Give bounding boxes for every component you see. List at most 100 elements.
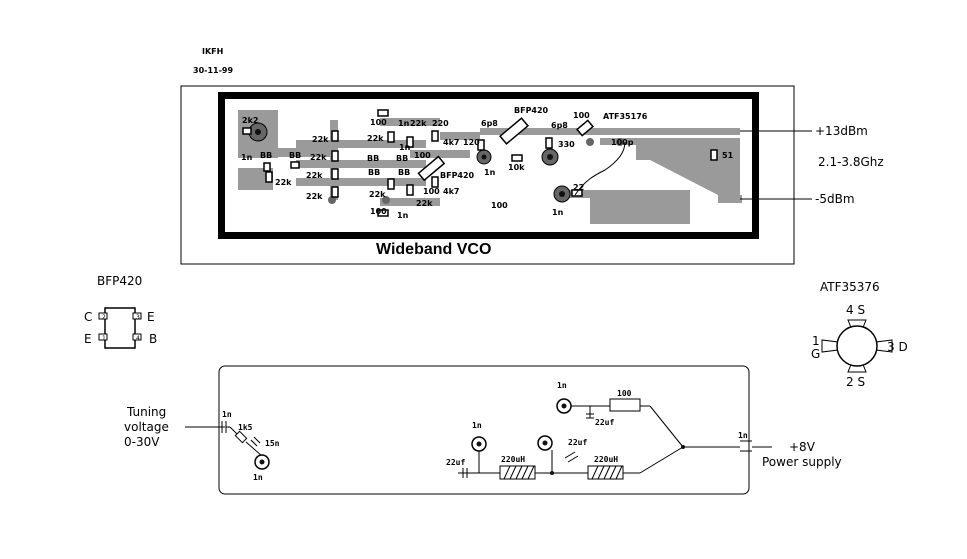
- label-22k-d: 22k: [306, 171, 323, 180]
- atf-pin-top: 4 S: [846, 303, 865, 317]
- label-1k5: 1k5: [238, 423, 253, 432]
- bfp420-pin-3: [132, 312, 142, 320]
- label-atf35176: ATF35176: [603, 112, 648, 121]
- label-15n: 15n: [265, 439, 280, 448]
- c15n: [250, 439, 258, 447]
- label-1n-e: 1n: [484, 168, 496, 177]
- label-100-e: 100: [573, 111, 590, 120]
- label-22k-f: 22k: [367, 134, 384, 143]
- label-bb-3: BB: [367, 154, 379, 163]
- tuning-label-1: Tuning: [126, 405, 166, 419]
- bfp420-num-2: 2: [102, 314, 106, 321]
- c22uf-mid: [564, 451, 576, 459]
- label-1n-b: 1n: [398, 119, 410, 128]
- label-2k2: 2k2: [242, 116, 258, 125]
- bfp420-num-3: 3: [136, 314, 140, 321]
- label-22k-b: 22k: [312, 135, 329, 144]
- label-4k7-b: 4k7: [443, 187, 459, 196]
- label-r100: 100: [617, 389, 632, 398]
- label-bb-2: BB: [289, 151, 301, 160]
- plus8v-label: +8V: [789, 440, 816, 454]
- label-51: 51: [722, 151, 734, 160]
- pcb-top-rail: [218, 92, 758, 99]
- supply-schematic: Tuning voltage 0-30V 1n 1k5 15n 1n 1n 10…: [124, 365, 772, 495]
- label-22uf-c: 22uf: [568, 438, 587, 447]
- atf-pin-right: 3 D: [887, 340, 908, 354]
- bfp420-pin-e-right: E: [147, 310, 155, 324]
- label-bfp420-top: BFP420: [514, 106, 549, 115]
- bfp420-pin-b: B: [149, 332, 157, 346]
- label-bb-4: BB: [396, 154, 408, 163]
- label-bfp420-bottom: BFP420: [440, 171, 475, 180]
- atf-pin-left-num: 1: [812, 334, 820, 348]
- frequency-label: 2.1-3.8Ghz: [818, 155, 884, 169]
- label-1n-a: 1n: [241, 153, 253, 162]
- atf-pinout: ATF35376 4 S 1 G 3 D 2 S: [811, 280, 908, 389]
- tuning-label-2: voltage: [124, 420, 169, 434]
- label-4k7-a: 4k7: [443, 138, 459, 147]
- pcb-right-rail: [752, 92, 759, 239]
- bfp420-pin-e-left: E: [84, 332, 92, 346]
- pcb-bottom-rail: [218, 232, 758, 239]
- label-100-a: 100: [370, 118, 387, 127]
- bfp420-pin-1: [98, 333, 108, 341]
- label-c1n-top: 1n: [557, 381, 567, 390]
- label-6p8-b: 6p8: [551, 121, 568, 130]
- label-22k-i: 22k: [416, 199, 433, 208]
- label-100p: 100p: [611, 138, 634, 147]
- label-330: 330: [558, 140, 575, 149]
- bfp420-pinout: BFP420 2 3 1 4 C E E B: [84, 274, 157, 349]
- label-1n-c: 1n: [399, 143, 411, 152]
- label-220uh-a: 220uH: [501, 455, 525, 464]
- label-22k-g: 22k: [410, 119, 427, 128]
- bfp420-package: [104, 307, 136, 349]
- label-100-mid: 100: [491, 201, 508, 210]
- atf-pin-bottom: 2 S: [846, 375, 865, 389]
- label-220: 220: [432, 119, 449, 128]
- label-100-d: 100: [370, 207, 387, 216]
- r1k5: [234, 430, 248, 444]
- pcb-pads: [248, 122, 624, 204]
- pcb-title: Wideband VCO: [376, 241, 491, 258]
- label-22k-c: 22k: [310, 153, 327, 162]
- label-220uh-b: 220uH: [594, 455, 618, 464]
- label-120: 120: [463, 138, 480, 147]
- label-100-c: 100: [423, 187, 440, 196]
- bfp420-top-transistor: [499, 117, 529, 145]
- label-bb-5: BB: [368, 168, 380, 177]
- atf-lead-left: [821, 339, 839, 353]
- atf-pinout-title: ATF35376: [820, 280, 880, 294]
- power-supply-label: Power supply: [762, 455, 842, 469]
- bfp420-bottom-transistor: [417, 155, 446, 182]
- pcb-left-rail: [218, 92, 225, 239]
- label-1n-d: 1n: [397, 211, 409, 220]
- pcb-layout: 2k2 1n BB BB 22k 22k 22k 22k 22k 100 1n …: [180, 85, 812, 265]
- tuning-label-3: 0-30V: [124, 435, 160, 449]
- label-c1n-bot: 1n: [253, 473, 263, 482]
- bfp420-pin-c: C: [84, 310, 92, 324]
- label-100-b: 100: [414, 151, 431, 160]
- atf-package: [836, 325, 878, 367]
- bfp420-pin-2: [98, 312, 108, 320]
- label-22uf-a: 22uf: [595, 418, 614, 427]
- author-label: IKFH: [202, 47, 223, 56]
- label-c1n-mid: 1n: [472, 421, 482, 430]
- bfp420-pinout-title: BFP420: [97, 274, 142, 288]
- bfp420-num-1: 1: [102, 335, 106, 342]
- output-high-label: +13dBm: [815, 124, 868, 138]
- supply-frame: [218, 365, 750, 495]
- label-22k-h: 22k: [369, 190, 386, 199]
- label-22: 22: [573, 183, 584, 192]
- bfp420-num-4: 4: [136, 335, 140, 342]
- label-22k-e: 22k: [306, 192, 323, 201]
- date-label: 30-11-99: [193, 66, 233, 75]
- label-bb-6: BB: [398, 168, 410, 177]
- label-1n-f: 1n: [552, 208, 564, 217]
- pcb-components: [242, 109, 718, 217]
- atf-pin-left: G: [811, 347, 820, 361]
- bfp420-pin-4: [132, 333, 142, 341]
- label-10k: 10k: [508, 163, 525, 172]
- label-bb-1: BB: [260, 151, 272, 160]
- label-c1n-in: 1n: [222, 410, 232, 419]
